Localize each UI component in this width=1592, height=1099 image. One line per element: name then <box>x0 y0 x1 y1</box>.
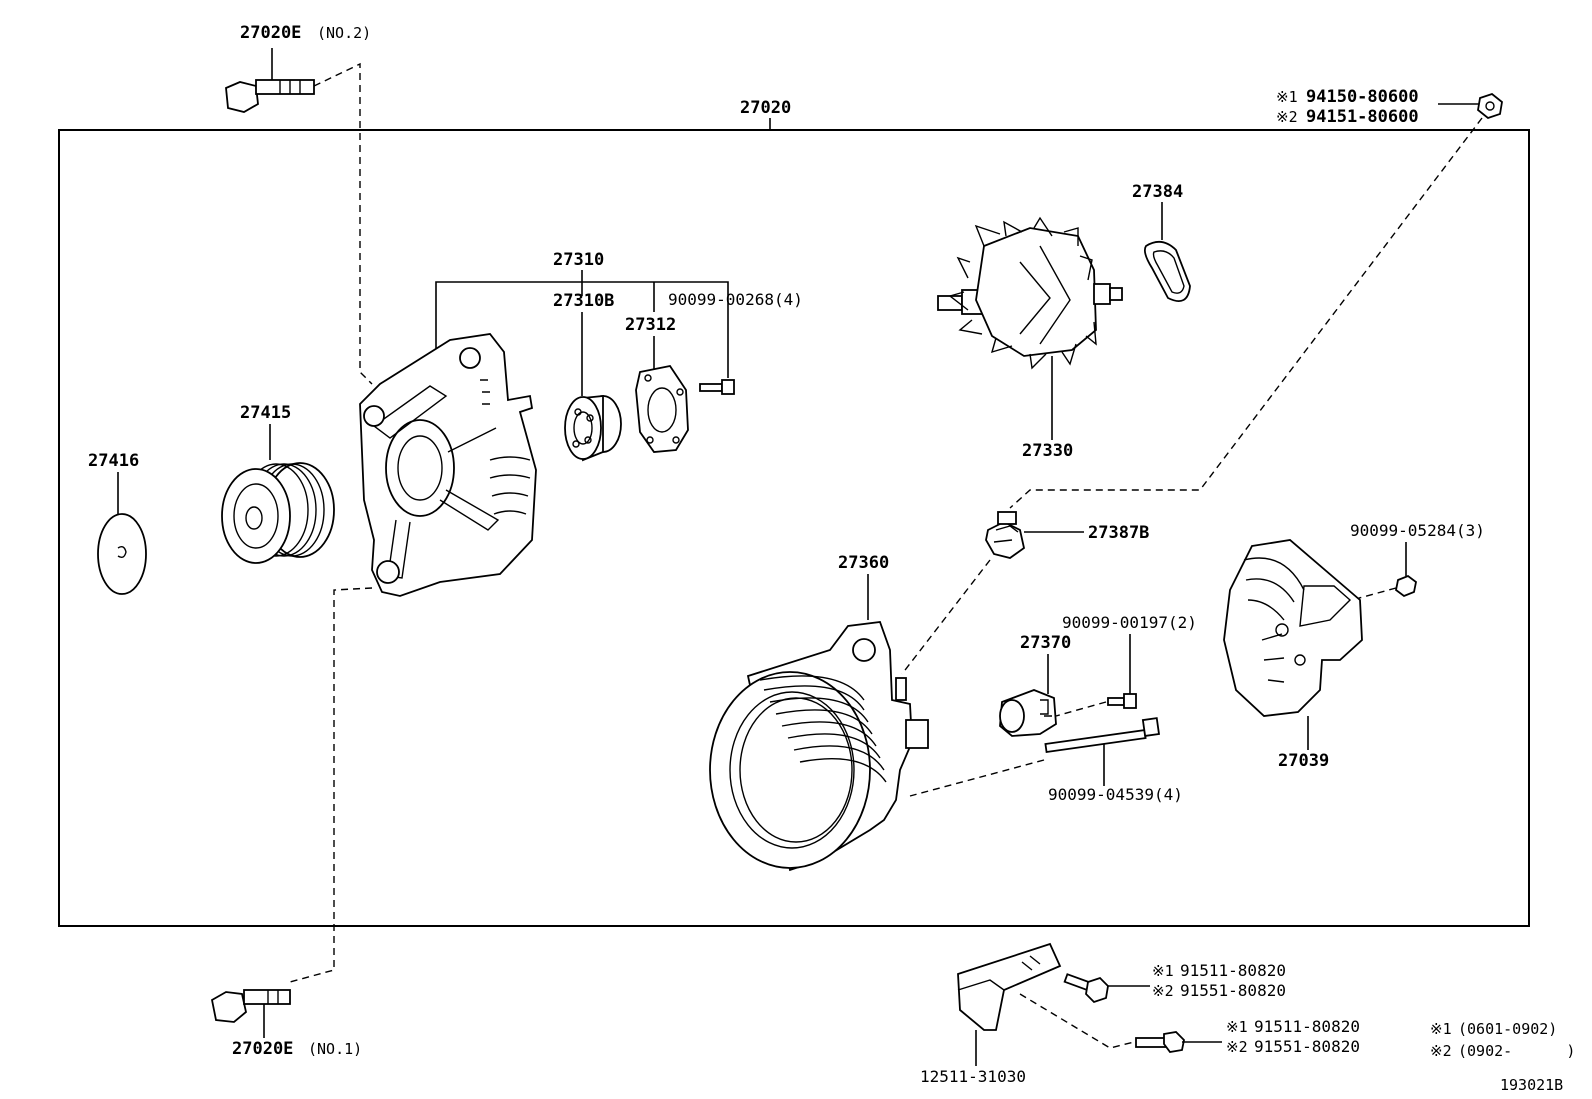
regulator-icon <box>999 689 1057 737</box>
bearing-label: 27310B <box>553 291 614 311</box>
bolt-b-mark1: ※1 <box>1226 1018 1248 1036</box>
bracket-bolt-a-icon <box>1063 973 1109 1004</box>
bracket-label: 12511-31030 <box>920 1067 1026 1086</box>
rotor-label: 27330 <box>1022 441 1073 461</box>
nut-icon <box>1477 92 1503 120</box>
bolt-b-mark2: ※2 <box>1226 1038 1248 1056</box>
rear-cover-label: 27039 <box>1278 751 1329 771</box>
retainer-icon <box>635 364 689 453</box>
screw-00268-icon <box>699 379 735 395</box>
bolt-a-label2: 91551-80820 <box>1180 981 1286 1000</box>
ring-27384-icon <box>1143 240 1191 302</box>
bolt-no1-label: 27020E <box>232 1039 293 1059</box>
figure-code: 193021B <box>1500 1076 1563 1094</box>
nut-94150-mark: ※1 <box>1276 88 1298 106</box>
bolt-b-label2: 91551-80820 <box>1254 1037 1360 1056</box>
pulley-label: 27415 <box>240 403 291 423</box>
part-27384-label: 27384 <box>1132 182 1183 202</box>
bolt-no1-icon <box>210 989 291 1023</box>
bolt-no2-icon <box>225 79 315 113</box>
bolt-no2-suffix: (NO.2) <box>317 24 371 42</box>
nut-94150-label: 94150-80600 <box>1306 87 1419 107</box>
nut-05284-icon <box>1395 574 1417 598</box>
nut-05284-label: 90099-05284(3) <box>1350 521 1485 540</box>
bolt-no2-label: 27020E <box>240 23 301 43</box>
frame-27310-label: 27310 <box>553 250 604 270</box>
frame-27360-label: 27360 <box>838 553 889 573</box>
bearing-icon <box>564 395 622 462</box>
bolt-no1-suffix: (NO.1) <box>308 1040 362 1058</box>
assembly-frame <box>58 129 1530 927</box>
cap-label: 27416 <box>88 451 139 471</box>
bracket-icon <box>957 942 1062 1031</box>
bolt-a-mark1: ※1 <box>1152 962 1174 980</box>
bracket-bolt-b-icon <box>1135 1031 1185 1053</box>
retainer-label: 27312 <box>625 315 676 335</box>
bolt-a-mark2: ※2 <box>1152 982 1174 1000</box>
legend-range-2: (0902- ) <box>1458 1042 1575 1060</box>
legend-mark-2: ※2 <box>1430 1042 1452 1060</box>
screw-00197-icon <box>1107 693 1137 709</box>
bolt-a-label1: 91511-80820 <box>1180 961 1286 980</box>
bolt-b-label1: 91511-80820 <box>1254 1017 1360 1036</box>
long-bolt-label: 90099-04539(4) <box>1048 785 1183 804</box>
nut-94151-mark: ※2 <box>1276 108 1298 126</box>
regulator-label: 27370 <box>1020 633 1071 653</box>
screw-00197-label: 90099-00197(2) <box>1062 613 1197 632</box>
rear-cover-icon <box>1223 539 1363 717</box>
assembly-label: 27020 <box>740 98 791 118</box>
insulator-icon <box>985 511 1026 559</box>
rectifier-end-frame-icon <box>709 621 929 872</box>
cap-icon <box>97 513 147 595</box>
insulator-label: 27387B <box>1088 523 1149 543</box>
drive-end-frame-icon <box>359 333 537 597</box>
legend-mark-1: ※1 <box>1430 1020 1452 1038</box>
legend-range-1: (0601-0902) <box>1458 1020 1557 1038</box>
rotor-icon <box>937 216 1123 370</box>
long-bolt-icon <box>1044 717 1160 753</box>
nut-94151-label: 94151-80600 <box>1306 107 1419 127</box>
screw-00268-label: 90099-00268(4) <box>668 290 803 309</box>
pulley-icon <box>221 462 335 564</box>
